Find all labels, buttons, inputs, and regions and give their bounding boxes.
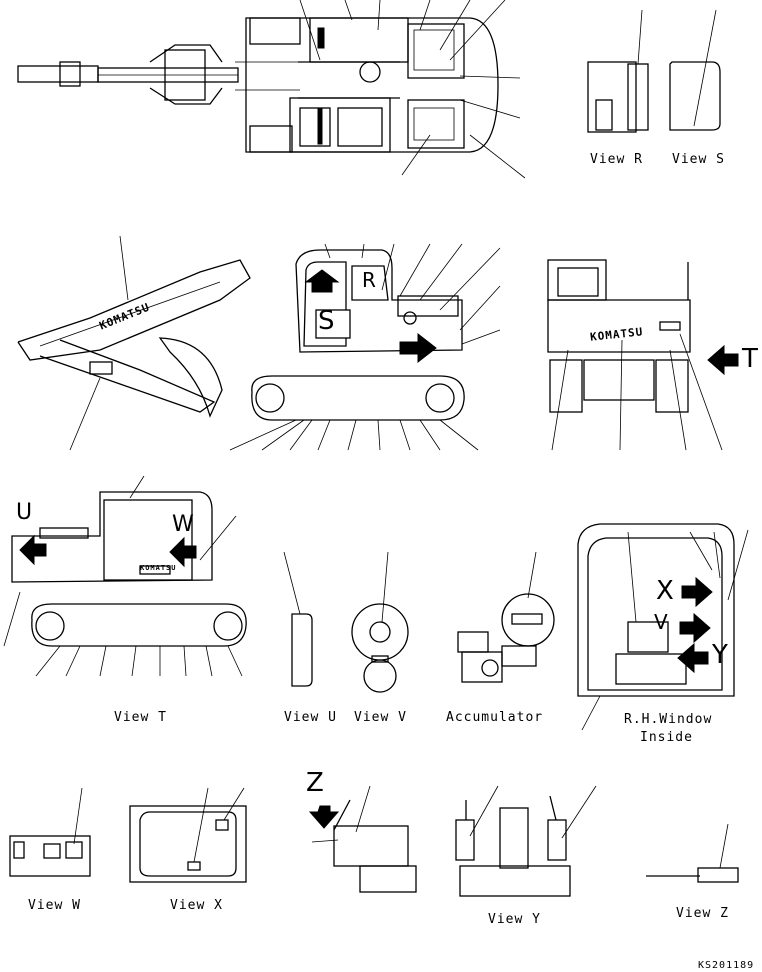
label-rh-window-line2: Inside xyxy=(640,730,693,745)
callout-z: Z xyxy=(306,768,324,798)
callout-u: U xyxy=(16,500,33,525)
label-rh-window-line1: R.H.Window xyxy=(624,712,713,727)
label-view-y: View Y xyxy=(488,912,541,927)
label-view-w: View W xyxy=(28,898,81,913)
view-v-drawing xyxy=(351,551,409,693)
callout-w: W xyxy=(172,512,194,537)
view-s-drawing xyxy=(669,9,721,131)
callout-t: T xyxy=(742,344,758,374)
rh-window-inside-drawing xyxy=(577,523,749,731)
callout-v: V xyxy=(654,610,668,634)
view-x-drawing xyxy=(129,787,247,883)
label-view-u: View U xyxy=(284,710,337,725)
z-lever-drawing xyxy=(308,785,417,893)
view-z-drawing xyxy=(646,823,739,883)
side-machine-view xyxy=(17,235,501,451)
label-view-x: View X xyxy=(170,898,223,913)
drawing-number: KS201189 xyxy=(698,960,755,971)
label-view-v: View V xyxy=(354,710,407,725)
view-w-drawing xyxy=(9,787,91,877)
label-view-s: View S xyxy=(672,152,725,167)
top-plan-view xyxy=(17,0,526,179)
view-u-drawing xyxy=(283,551,313,687)
view-r-drawing xyxy=(587,9,649,133)
view-t-drawing xyxy=(3,475,247,677)
brand-on-view-t: KOMATSU xyxy=(140,564,177,572)
label-view-z: View Z xyxy=(676,906,729,921)
label-accumulator: Accumulator xyxy=(446,710,544,725)
view-y-drawing xyxy=(455,785,597,897)
accumulator-drawing xyxy=(457,551,555,683)
callout-r: R xyxy=(362,268,376,292)
label-view-r: View R xyxy=(590,152,643,167)
callout-s: S xyxy=(318,306,335,336)
callout-y: Y xyxy=(712,640,728,670)
callout-x: X xyxy=(656,576,674,606)
label-view-t: View T xyxy=(114,710,167,725)
rear-view-drawing xyxy=(547,259,739,451)
